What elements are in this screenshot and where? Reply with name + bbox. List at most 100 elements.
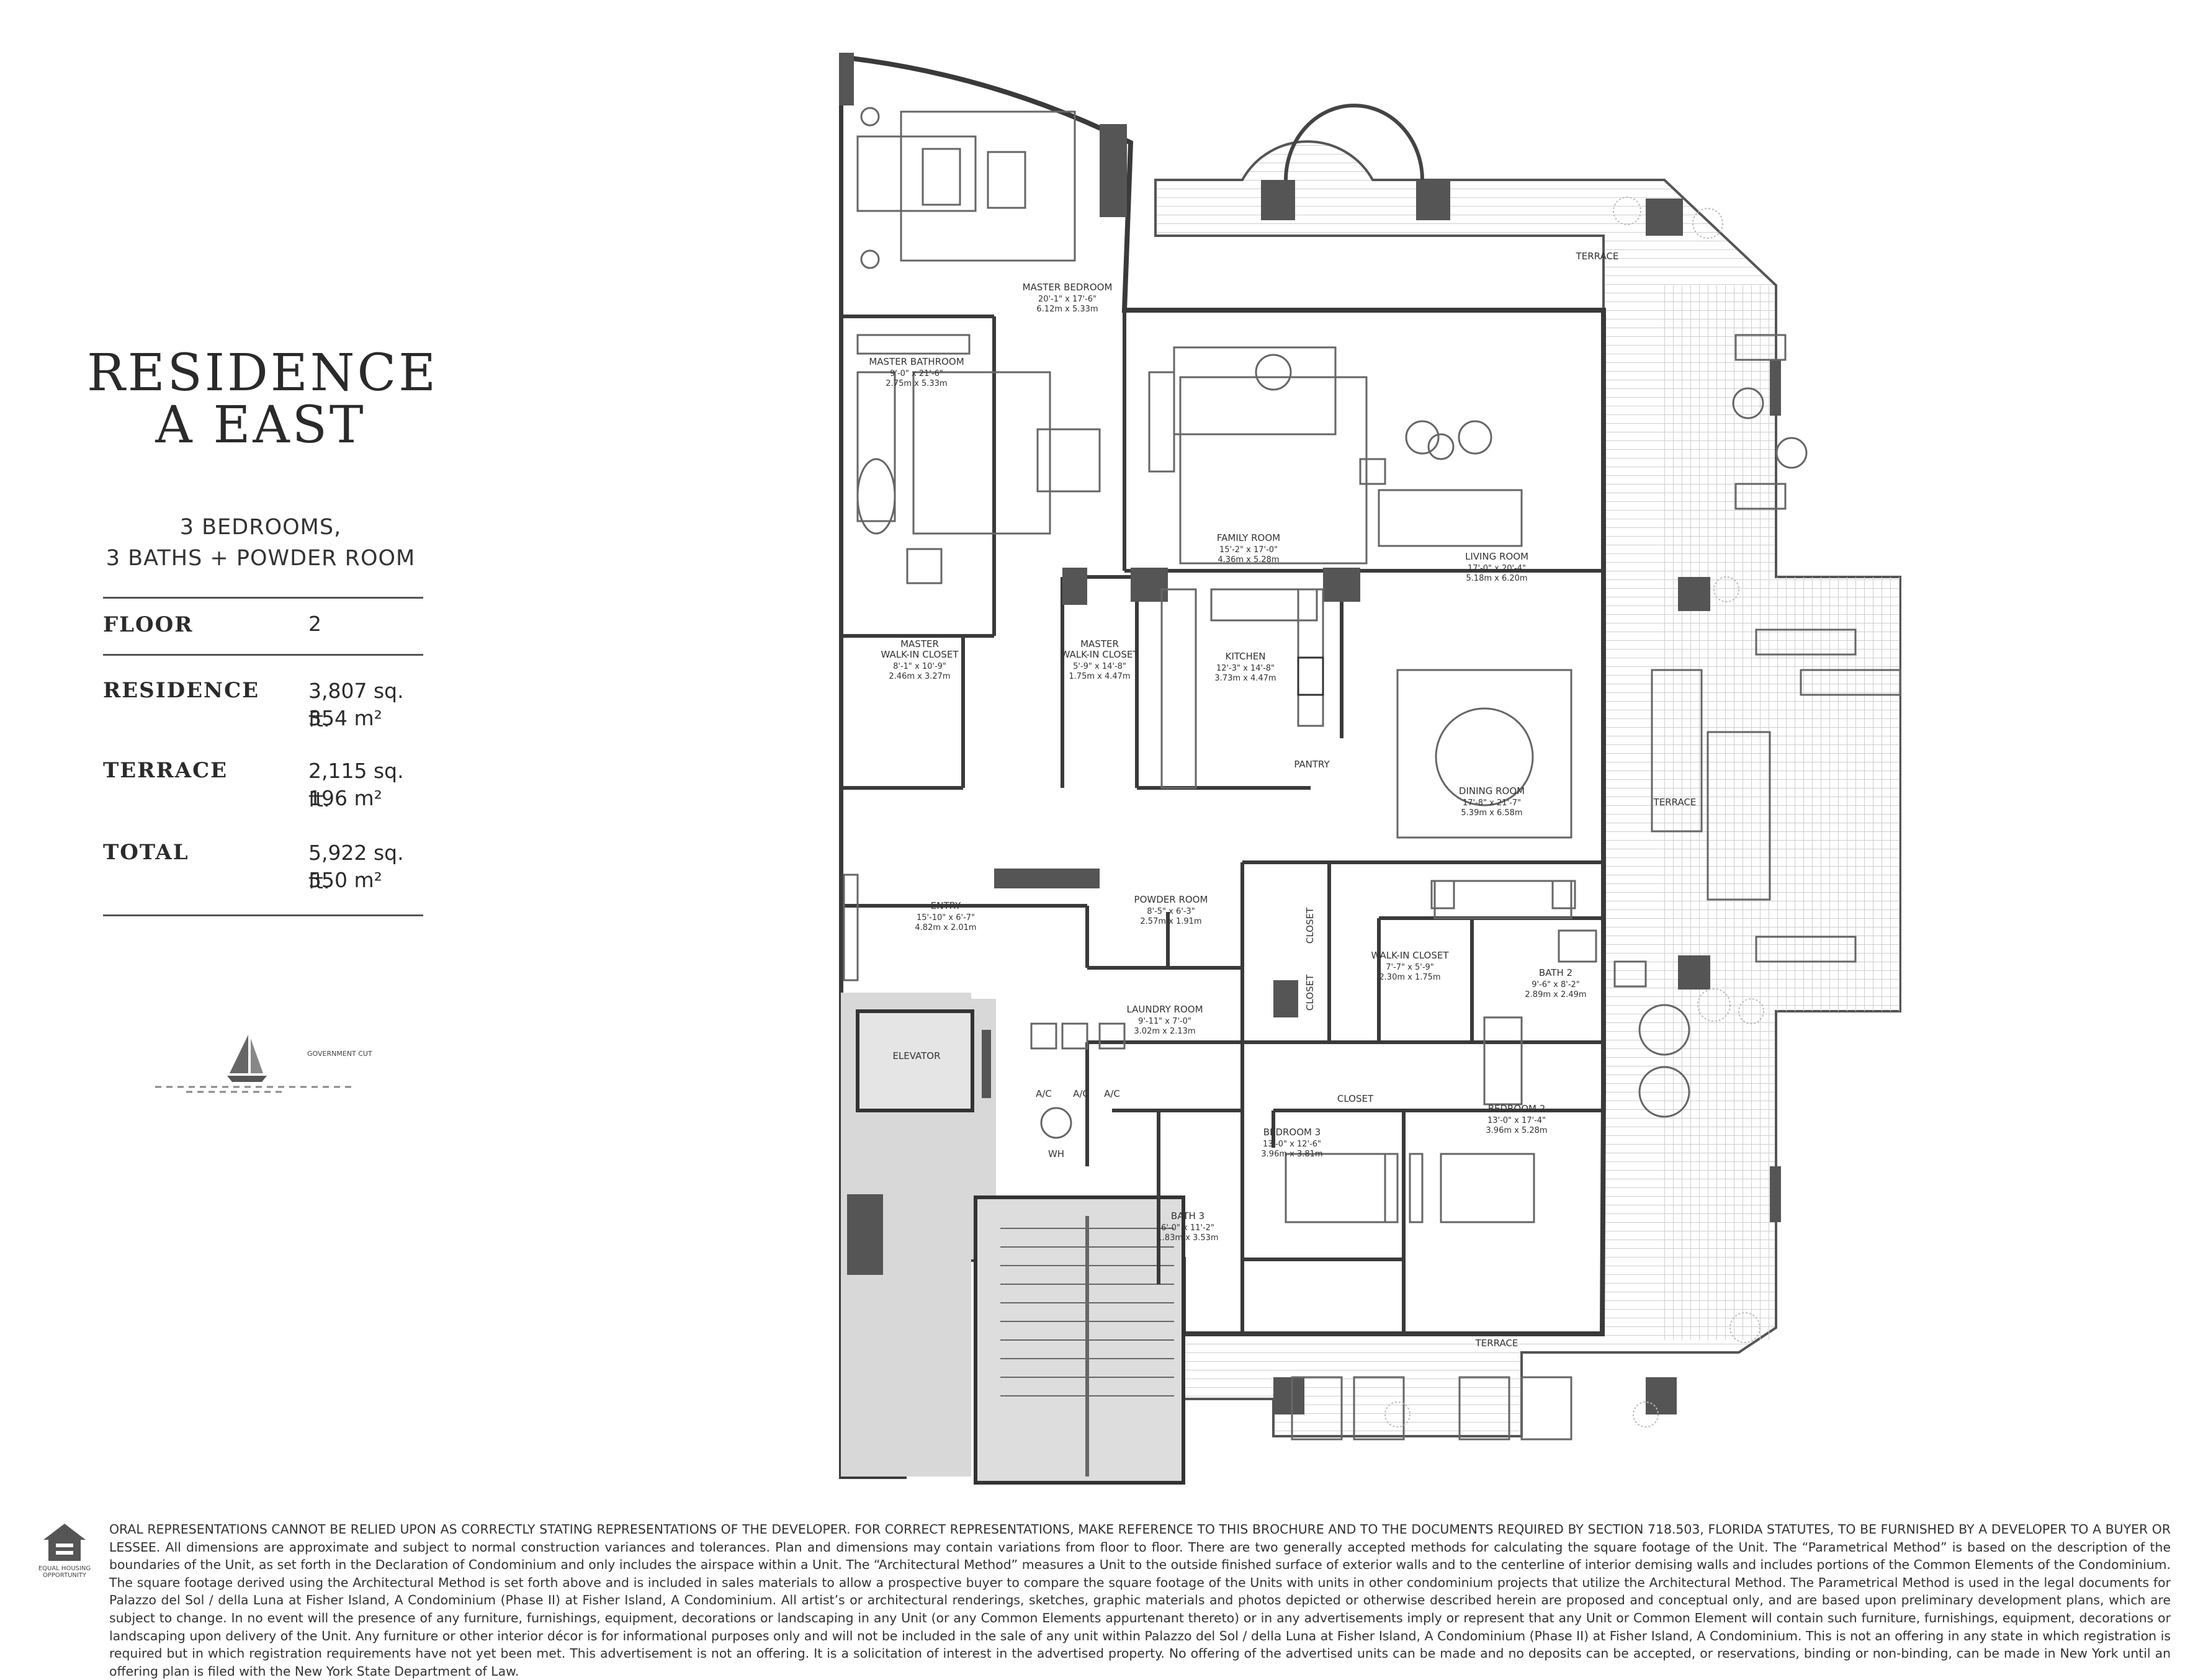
spec-value-metric: 550 m² bbox=[308, 868, 382, 892]
ac-label: A/C bbox=[1104, 1088, 1120, 1099]
spec-row-floor: FLOOR 2 bbox=[103, 597, 423, 656]
furniture bbox=[843, 107, 1901, 1441]
spec-value-metric: 354 m² bbox=[308, 706, 382, 730]
room-dim: 8'-5" x 6'-3" bbox=[1147, 907, 1195, 916]
room-label: MASTER BEDROOM bbox=[1023, 282, 1113, 293]
terrace-bay bbox=[1284, 104, 1424, 181]
structural-columns bbox=[839, 53, 1781, 1414]
room-label: BEDROOM 2 bbox=[1488, 1103, 1546, 1114]
room-dim-metric: 4.82m x 2.01m bbox=[915, 923, 976, 932]
spec-value: 2 bbox=[308, 612, 321, 636]
room-dim: 12'-3" x 14'-8" bbox=[1216, 664, 1275, 673]
room-dim-metric: 2.30m x 1.75m bbox=[1379, 973, 1440, 982]
room-dim: 9'-6" x 8'-2" bbox=[1532, 980, 1580, 990]
residence-title-line1: RESIDENCE bbox=[87, 344, 439, 403]
stair-treads bbox=[1000, 1216, 1174, 1477]
sailboat-icon: GOVERNMENT CUT bbox=[155, 1035, 372, 1093]
ac-label: A/C bbox=[1036, 1088, 1052, 1099]
room-dim-metric: 2.75m x 5.33m bbox=[886, 379, 947, 388]
room-label: WALK-IN CLOSET bbox=[1371, 950, 1450, 961]
spec-label: TERRACE bbox=[103, 758, 228, 783]
room-dim-metric: 1.75m x 4.47m bbox=[1069, 672, 1130, 681]
room-label: LAUNDRY ROOM bbox=[1126, 1004, 1203, 1015]
elevator-shaft bbox=[856, 1009, 974, 1112]
room-label: WALK-IN CLOSET bbox=[881, 649, 959, 660]
room-label: CLOSET bbox=[1304, 974, 1316, 1011]
spec-value-metric: 196 m² bbox=[308, 786, 382, 810]
room-dim-metric: 2.57m x 1.91m bbox=[1140, 917, 1201, 926]
spec-row-terrace: TERRACE 2,115 sq. ft. 196 m² bbox=[103, 736, 423, 818]
room-dim-metric: 2.89m x 2.49m bbox=[1525, 990, 1586, 999]
spec-divider bbox=[103, 914, 423, 916]
room-dim: 13'-0" x 12'-6" bbox=[1263, 1140, 1321, 1149]
legal-disclaimer: ORAL REPRESENTATIONS CANNOT BE RELIED UP… bbox=[109, 1522, 2171, 1679]
residence-title: RESIDENCE A EAST bbox=[87, 344, 439, 455]
room-dim: 15'-2" x 17'-0" bbox=[1219, 545, 1278, 555]
room-label: CLOSET bbox=[1337, 1093, 1374, 1104]
room-dim: 7'-7" x 5'-9" bbox=[1386, 963, 1434, 972]
room-label: MASTER BATHROOM bbox=[869, 356, 964, 367]
room-dim-metric: 5.39m x 6.58m bbox=[1461, 808, 1522, 818]
room-label: MASTER bbox=[1080, 638, 1119, 650]
room-label: FAMILY ROOM bbox=[1217, 532, 1280, 543]
room-label: BEDROOM 3 bbox=[1263, 1127, 1321, 1138]
room-label: BATH 2 bbox=[1539, 967, 1572, 978]
room-dim: 13'-0" x 17'-4" bbox=[1487, 1116, 1546, 1125]
room-dim: 15'-10" x 6'-7" bbox=[917, 913, 975, 923]
terrace-label: TERRACE bbox=[1653, 797, 1697, 808]
room-dim-metric: 4.36m x 5.28m bbox=[1218, 555, 1279, 565]
room-dim: 17'-8" x 21'-7" bbox=[1463, 798, 1521, 808]
residence-subtitle: 3 BEDROOMS, 3 BATHS + POWDER ROOM bbox=[87, 512, 434, 574]
spec-value: 3,807 sq. ft. bbox=[308, 679, 404, 731]
eho-line1: EQUAL HOUSING bbox=[38, 1565, 91, 1572]
room-dim: 9'-0" x 21'-6" bbox=[890, 369, 943, 378]
spec-row-total: TOTAL 5,922 sq. ft. 550 m² bbox=[103, 818, 423, 905]
room-dim: 20'-1" x 17'-6" bbox=[1038, 295, 1097, 304]
room-dim: 17'-0" x 20'-4" bbox=[1468, 564, 1526, 573]
landscaping bbox=[1384, 197, 1764, 1428]
building-walls bbox=[839, 54, 1606, 1479]
room-dim: 6'-0" x 11'-2" bbox=[1161, 1223, 1214, 1233]
ac-label: A/C bbox=[1073, 1088, 1089, 1099]
room-label: ELEVATOR bbox=[892, 1050, 940, 1061]
room-dim-metric: 1.83m x 3.53m bbox=[1157, 1233, 1218, 1243]
room-label: MASTER bbox=[900, 638, 939, 650]
equal-housing-icon bbox=[43, 1524, 86, 1561]
room-dim: 9'-11" x 7'-0" bbox=[1138, 1017, 1191, 1026]
room-label: PANTRY bbox=[1294, 759, 1330, 770]
room-label: ENTRY bbox=[931, 900, 961, 911]
room-dim: 5'-9" x 14'-8" bbox=[1073, 662, 1126, 671]
spec-label: RESIDENCE bbox=[103, 678, 260, 703]
interior-walls bbox=[841, 310, 1604, 1334]
room-dim-metric: 5.18m x 6.20m bbox=[1466, 574, 1527, 583]
spec-value: 2,115 sq. ft. bbox=[308, 759, 404, 811]
room-dim-metric: 6.12m x 5.33m bbox=[1036, 305, 1098, 314]
terrace-label: TERRACE bbox=[1475, 1338, 1518, 1349]
subtitle-line1: 3 BEDROOMS, bbox=[179, 515, 342, 540]
room-dim-metric: 3.96m x 5.28m bbox=[1486, 1126, 1547, 1135]
wh-label: WH bbox=[1048, 1148, 1064, 1159]
room-label: CLOSET bbox=[1304, 907, 1316, 944]
equal-housing-logo: EQUAL HOUSING OPPORTUNITY bbox=[35, 1521, 94, 1579]
room-label: KITCHEN bbox=[1226, 651, 1266, 662]
eho-line2: OPPORTUNITY bbox=[42, 1572, 87, 1579]
room-label: POWDER ROOM bbox=[1134, 894, 1208, 905]
room-label: WALK-IN CLOSET bbox=[1061, 649, 1139, 660]
room-dim-metric: 3.96m x 3.81m bbox=[1261, 1150, 1322, 1159]
floor-plan: MASTER BEDROOM 20'-1" x 17'-6" 6.12m x 5… bbox=[839, 53, 1901, 1485]
residence-title-line2: A EAST bbox=[155, 396, 366, 455]
room-dim-metric: 3.02m x 2.13m bbox=[1134, 1027, 1195, 1036]
room-dim-metric: 2.46m x 3.27m bbox=[889, 672, 950, 681]
spec-label: FLOOR bbox=[103, 612, 194, 637]
subtitle-line2: 3 BATHS + POWDER ROOM bbox=[105, 546, 416, 571]
spec-label: TOTAL bbox=[103, 840, 189, 865]
room-dim-metric: 3.73m x 4.47m bbox=[1214, 674, 1276, 683]
room-label: LIVING ROOM bbox=[1465, 551, 1528, 562]
terrace-label: TERRACE bbox=[1576, 251, 1619, 262]
room-label: BATH 3 bbox=[1171, 1210, 1204, 1222]
terrace-deck bbox=[1154, 140, 1901, 1437]
orientation-label: GOVERNMENT CUT bbox=[307, 1050, 372, 1058]
room-dim: 8'-1" x 10'-9" bbox=[893, 662, 946, 671]
spec-row-residence: RESIDENCE 3,807 sq. ft. 354 m² bbox=[103, 654, 423, 738]
room-label: DINING ROOM bbox=[1459, 785, 1525, 797]
